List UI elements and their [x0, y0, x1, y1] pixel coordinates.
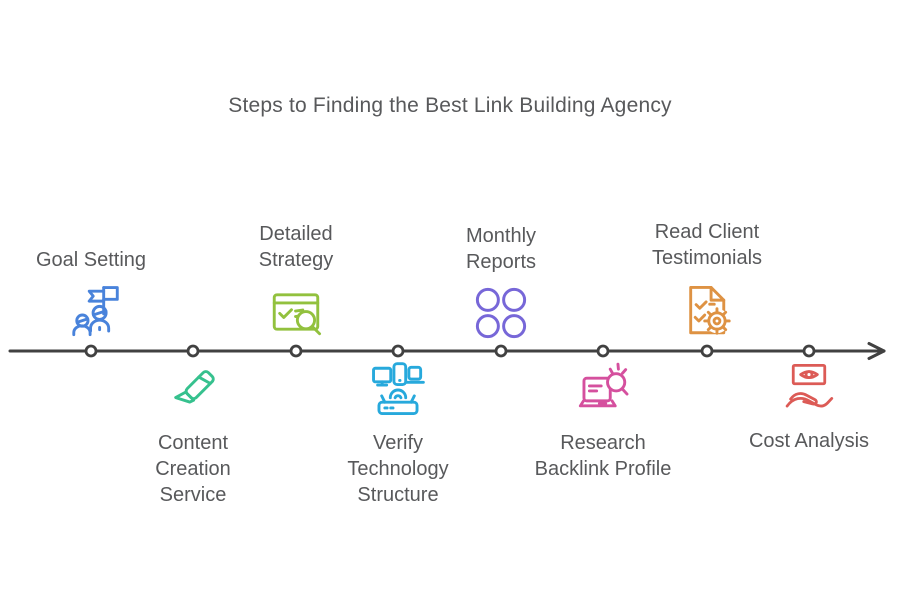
step-content-creation-service: Content Creation Service: [98, 361, 288, 508]
step-label: Cost Analysis: [748, 430, 870, 452]
devices-network-icon: [372, 362, 425, 416]
step-label: Content Creation Service: [155, 432, 231, 506]
step-research-backlink-profile: Research Backlink Profile: [508, 361, 698, 482]
step-goal-setting: Goal Setting: [0, 247, 186, 341]
money-hand-icon: [785, 363, 834, 408]
step-cost-analysis: Cost Analysis: [714, 361, 900, 454]
marker-pen-icon: [174, 370, 215, 404]
document-gear-icon: [689, 285, 731, 335]
browser-check-search-icon: [272, 293, 322, 336]
step-label: Read Client Testimonials: [651, 221, 763, 269]
step-label: Detailed Strategy: [258, 223, 334, 271]
timeline-axis: [8, 342, 886, 360]
step-verify-technology-structure: Verify Technology Structure: [303, 361, 493, 508]
step-label: Goal Setting: [35, 249, 147, 271]
step-label: Research Backlink Profile: [534, 432, 672, 480]
laptop-search-icon: [578, 362, 629, 408]
team-flag-icon: [72, 286, 119, 337]
step-detailed-strategy: Detailed Strategy: [201, 221, 391, 341]
step-monthly-reports: Monthly Reports: [406, 223, 596, 341]
timeline-line: [8, 342, 886, 360]
page-title: Steps to Finding the Best Link Building …: [228, 94, 672, 117]
arrow-right-icon: [867, 342, 886, 360]
step-read-client-testimonials: Read Client Testimonials: [612, 219, 802, 341]
circles-grid-icon: [475, 287, 527, 339]
step-label: Verify Technology Structure: [347, 432, 449, 506]
timeline-dots: [84, 344, 816, 358]
step-label: Monthly Reports: [465, 225, 537, 273]
